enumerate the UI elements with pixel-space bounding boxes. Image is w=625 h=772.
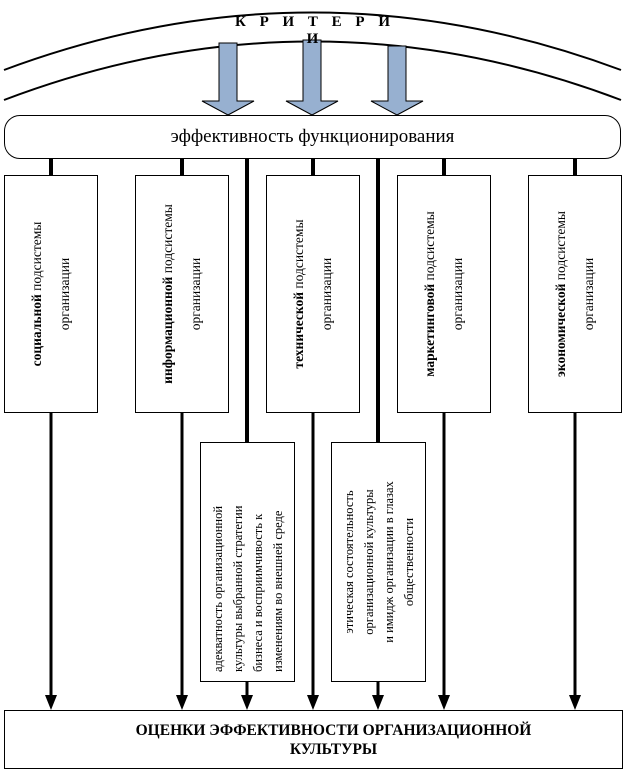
efficiency-label: эффективность функционирования [170,126,455,147]
subsystem-line2: организации [188,257,203,331]
efficiency-box: эффективность функционирования [4,115,621,159]
subsystem-box-marketing: маркетинговой подсистемы организации [397,175,491,413]
subsystem-line1: технической подсистемы [285,184,313,404]
result-line1: ОЦЕНКИ ЭФФЕКТИВНОСТИ ОРГАНИЗАЦИОННОЙ [135,722,532,739]
subsystem-rest: подсистемы [291,219,306,292]
subsystem-box-social: социальной подсистемы организации [4,175,98,413]
subsystem-line2: организации [450,257,465,331]
subsystem-rest: подсистемы [422,211,437,284]
arrow-ethical-to-result-head [372,695,384,710]
arrow-econ-to-result-head [569,695,581,710]
subsystem-box-econ: экономической подсистемы организации [528,175,622,413]
subsystem-line2: организации [57,257,72,331]
box-text-line: этическая состоятельность [341,490,356,634]
subsystem-line1: маркетинговой подсистемы [416,184,444,404]
box-text-line: адекватность организационной [210,505,225,672]
arrow-marketing-to-result-head [438,695,450,710]
criteria-title: К Р И Т Е Р И И [234,14,396,47]
subsystem-bold: социальной [29,294,44,367]
ethical-image-box: этическая состоятельность организационно… [331,442,426,682]
box-text-line: культуры выбранной стратегии [230,505,245,672]
criteria-arrow-left [201,42,255,116]
subsystem-line2: организации [581,257,596,331]
box-text-line: бизнеса и восприимчивость к [250,513,265,672]
subsystem-bold: маркетинговой [422,283,437,377]
culture-adequacy-box: адекватность организационной культуры вы… [200,442,295,682]
arrow-tech-to-result-head [307,695,319,710]
subsystem-rest: подсистемы [29,221,44,295]
arrow-social-to-result-head [45,695,57,710]
subsystem-bold: технической [291,292,306,369]
subsystem-line1: социальной подсистемы [23,184,51,404]
criteria-arrow-center [285,39,339,116]
subsystem-line2: организации [319,257,334,331]
arrow-adequacy-to-result-head [241,695,253,710]
subsystem-line1: информационной подсистемы [154,184,182,404]
box-text-line: изменениям во внешней среде [270,510,285,672]
result-line2: КУЛЬТУРЫ [289,741,378,758]
box-text-line: общественности [401,517,416,607]
subsystem-rest: подсистемы [160,204,175,277]
subsystem-box-info: информационной подсистемы организации [135,175,229,413]
criteria-outer-arc [3,11,622,71]
box-text-line: организационной культуры [361,489,376,635]
box-text-line: и имидж организации в глазах [381,481,396,643]
subsystem-bold: информационной [160,276,175,384]
criteria-arrow-right [370,45,424,116]
subsystem-rest: подсистемы [553,211,568,284]
result-box: ОЦЕНКИ ЭФФЕКТИВНОСТИ ОРГАНИЗАЦИОННОЙ КУЛ… [4,710,623,769]
subsystem-line1: экономической подсистемы [547,184,575,404]
subsystem-box-tech: технической подсистемы организации [266,175,360,413]
arrow-info-to-result-head [176,695,188,710]
subsystem-bold: экономической [553,283,568,377]
